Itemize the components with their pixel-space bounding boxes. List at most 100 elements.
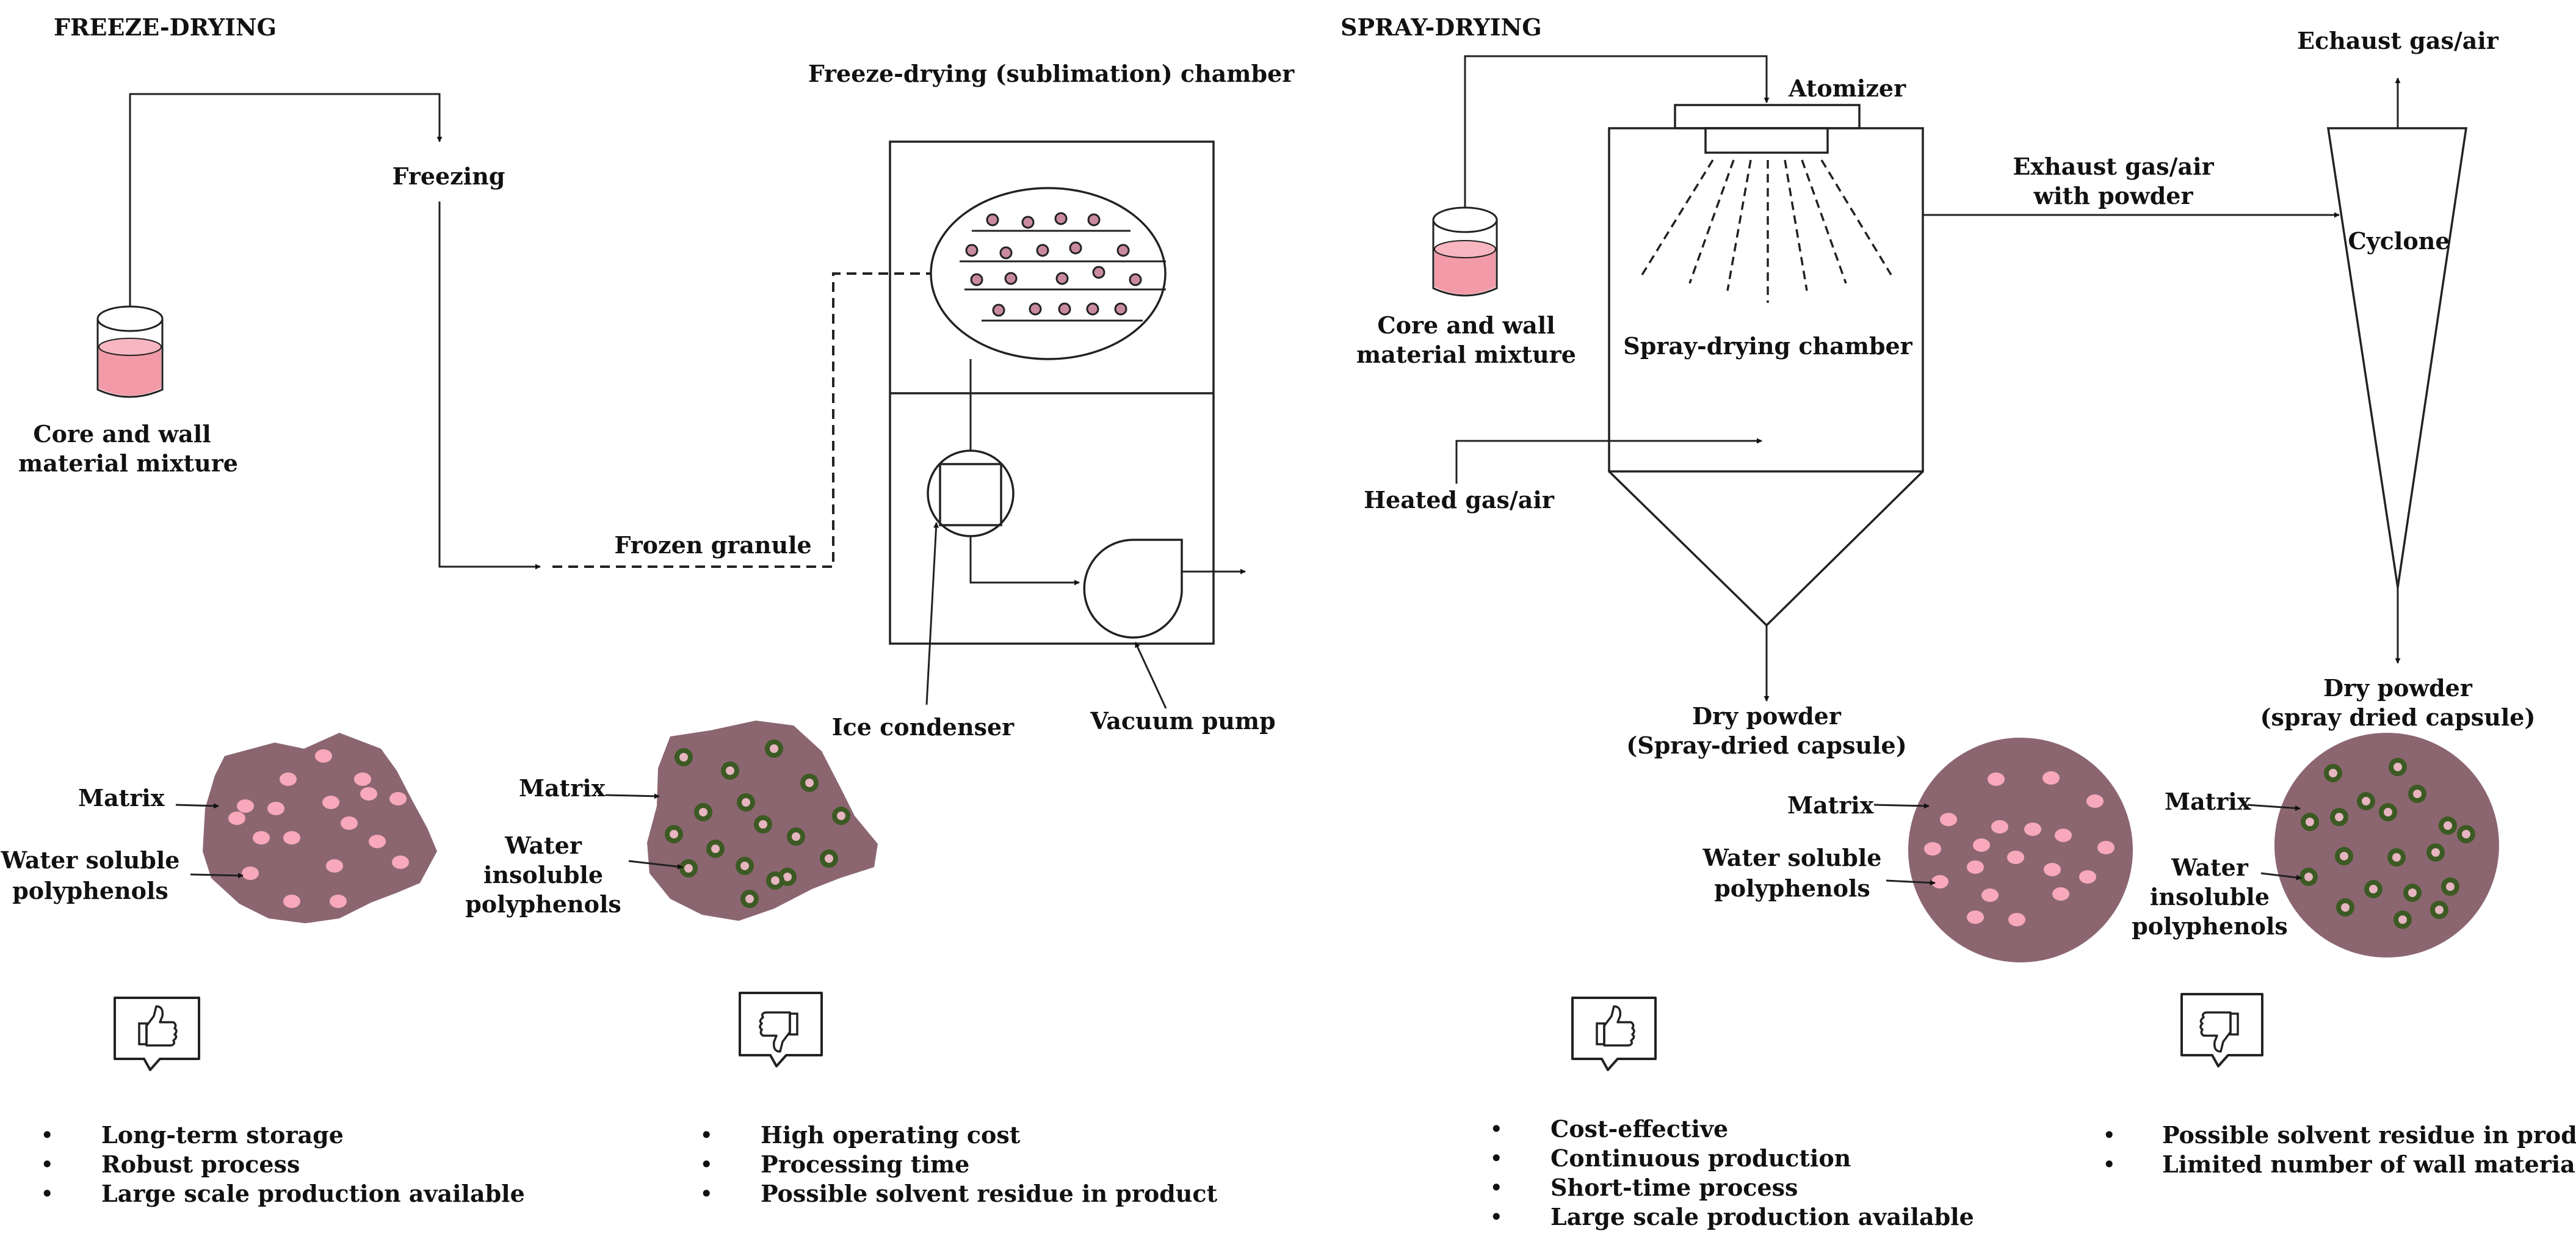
sublimation-tray-ellipse (930, 187, 1167, 360)
bullet: • (700, 1180, 713, 1207)
sublimation-particles (965, 212, 1142, 317)
spray-cap1-matrix-pointer (1873, 803, 1930, 809)
bullet: • (700, 1122, 713, 1149)
freeze-con-item: Possible solvent residue in product (761, 1180, 1218, 1207)
freeze-pro-item: Long-term storage (101, 1121, 344, 1149)
freeze-cap1-poly-label-1: Water soluble (1, 846, 180, 874)
spray-capsule-soluble-dots (1924, 771, 2115, 926)
freeze-capsule-soluble (203, 733, 437, 923)
exhaust-mid-label-1: Exhaust gas/air (2013, 153, 2214, 180)
atomizer-nozzle (1704, 127, 1829, 154)
freeze-pro-item: Robust process (101, 1150, 300, 1178)
freeze-cap2-poly-label-2: insoluble (483, 861, 603, 888)
freeze-pro-item: Large scale production available (101, 1180, 525, 1207)
spray-chamber-cone (1608, 470, 1924, 627)
spray-cap1-poly-label-2: polyphenols (1714, 874, 1870, 902)
dry2-label-2: (spray dried capsule) (2260, 703, 2536, 731)
bullet: • (40, 1122, 54, 1149)
freeze-chamber-label: Freeze-drying (sublimation) chamber (808, 60, 1295, 87)
spray-capsule-insoluble-dots (2299, 758, 2475, 929)
dry2-label-1: Dry powder (2323, 674, 2473, 702)
dry1-label-2: (Spray-dried capsule) (1626, 732, 1906, 759)
spray-mixture-label-2: material mixture (1356, 341, 1576, 368)
freeze-cap1-matrix-pointer (175, 803, 219, 809)
spray-pro-item: Short-time process (1550, 1174, 1798, 1201)
spray-mixture-beaker (1432, 206, 1498, 297)
freeze-cap1-matrix-label: Matrix (78, 784, 165, 812)
dry1-label-1: Dry powder (1692, 702, 1842, 730)
bullet: • (40, 1151, 54, 1178)
bullet: • (2102, 1122, 2116, 1149)
cyclone-label: Cyclone (2348, 227, 2450, 255)
freeze-cap2-poly-label-1: Water (504, 832, 582, 859)
spray-cap2-poly-label-2: insoluble (2150, 883, 2270, 910)
thumbs-down-icon (2180, 993, 2263, 1067)
spray-drying-chamber (1608, 127, 1924, 473)
bullet: • (1489, 1116, 1503, 1143)
spray-con-item: Possible solvent residue in product (2162, 1121, 2576, 1149)
spray-cap1-poly-label-1: Water soluble (1702, 844, 1882, 871)
spray-pro-item: Continuous production (1550, 1144, 1851, 1172)
exhaust-top-label: Echaust gas/air (2297, 27, 2499, 54)
frozen-granule-dashed-path (552, 272, 931, 568)
spray-beaker-liquid (1435, 249, 1496, 294)
thumbs-up-icon (114, 997, 200, 1071)
freeze-cap2-matrix-pointer (605, 793, 660, 799)
spray-cap1-poly-pointer (1886, 879, 1936, 886)
freeze-drying-title: FREEZE-DRYING (54, 13, 277, 41)
freeze-con-item: Processing time (761, 1150, 969, 1178)
bullet: • (1489, 1204, 1503, 1230)
atomizer-top-plate (1674, 104, 1861, 129)
freeze-pros-list: • Long-term storage • Robust process • L… (40, 1121, 525, 1207)
spray-cap2-poly-label-1: Water (2171, 854, 2249, 881)
bullet: • (2102, 1151, 2116, 1178)
bullet: • (1489, 1174, 1503, 1201)
spray-con-item: Limited number of wall materials (2162, 1150, 2576, 1178)
freeze-capsule-soluble-dots (228, 749, 409, 908)
spray-cons-list: • Possible solvent residue in product • … (2102, 1121, 2576, 1178)
freeze-flow-to-granule (438, 202, 541, 570)
bullet: • (40, 1180, 54, 1207)
freeze-cap1-poly-pointer (190, 873, 244, 879)
spray-cap2-matrix-label: Matrix (2165, 788, 2251, 815)
spray-capsule-insoluble (2274, 733, 2499, 957)
cyclone-shape (2326, 127, 2468, 588)
freeze-cons-list: • High operating cost • Processing time … (700, 1121, 1218, 1207)
freeze-flow-to-freezing (129, 93, 443, 307)
thumbs-down-icon (739, 992, 823, 1067)
bullet: • (700, 1151, 713, 1178)
spray-cap2-poly-label-3: polyphenols (2132, 912, 2288, 940)
freeze-cap2-matrix-label: Matrix (519, 774, 606, 802)
atomizer-label: Atomizer (1788, 74, 1906, 102)
bullet: • (1489, 1145, 1503, 1172)
spray-pro-item: Large scale production available (1550, 1203, 1974, 1230)
freeze-cap2-poly-pointer (628, 860, 683, 870)
ice-condenser-label: Ice condenser (832, 713, 1015, 741)
freeze-mixture-beaker (96, 305, 164, 398)
spray-chamber-label: Spray-drying chamber (1623, 332, 1912, 360)
freeze-drying-section: FREEZE-DRYING Core and wall material mix… (1, 13, 1295, 1207)
ice-condenser-square (939, 463, 1002, 526)
exhaust-mid-label-2: with powder (2033, 182, 2194, 209)
freeze-capsule-insoluble-dots (665, 739, 850, 908)
vacuum-pump-shape (1083, 539, 1183, 639)
freeze-cap2-poly-label-3: polyphenols (465, 890, 621, 918)
heated-gas-label: Heated gas/air (1364, 486, 1555, 514)
spray-cap2-poly-pointer (2260, 872, 2302, 881)
spray-cap2-matrix-pointer (2247, 804, 2301, 811)
condenser-to-pump-line (969, 536, 1080, 586)
freeze-cap1-poly-label-2: polyphenols (12, 877, 168, 904)
sublimation-shelves (960, 230, 1166, 322)
spray-drying-section: SPRAY-DRYING Core and wall material mixt… (1340, 13, 2576, 1230)
freeze-mixture-label-1: Core and wall (33, 420, 211, 448)
freeze-beaker-liquid (99, 347, 161, 396)
spray-feed-line (1464, 55, 1770, 208)
thumbs-up-icon (1571, 997, 1657, 1071)
heated-gas-inlet-arrow (1455, 438, 1762, 484)
vacuum-pump-pointer (1134, 642, 1167, 709)
spray-capsule-soluble (1908, 738, 2133, 962)
spray-mixture-label-1: Core and wall (1377, 311, 1555, 339)
spray-cap1-matrix-label: Matrix (1787, 791, 1874, 819)
spray-pro-item: Cost-effective (1550, 1115, 1728, 1143)
